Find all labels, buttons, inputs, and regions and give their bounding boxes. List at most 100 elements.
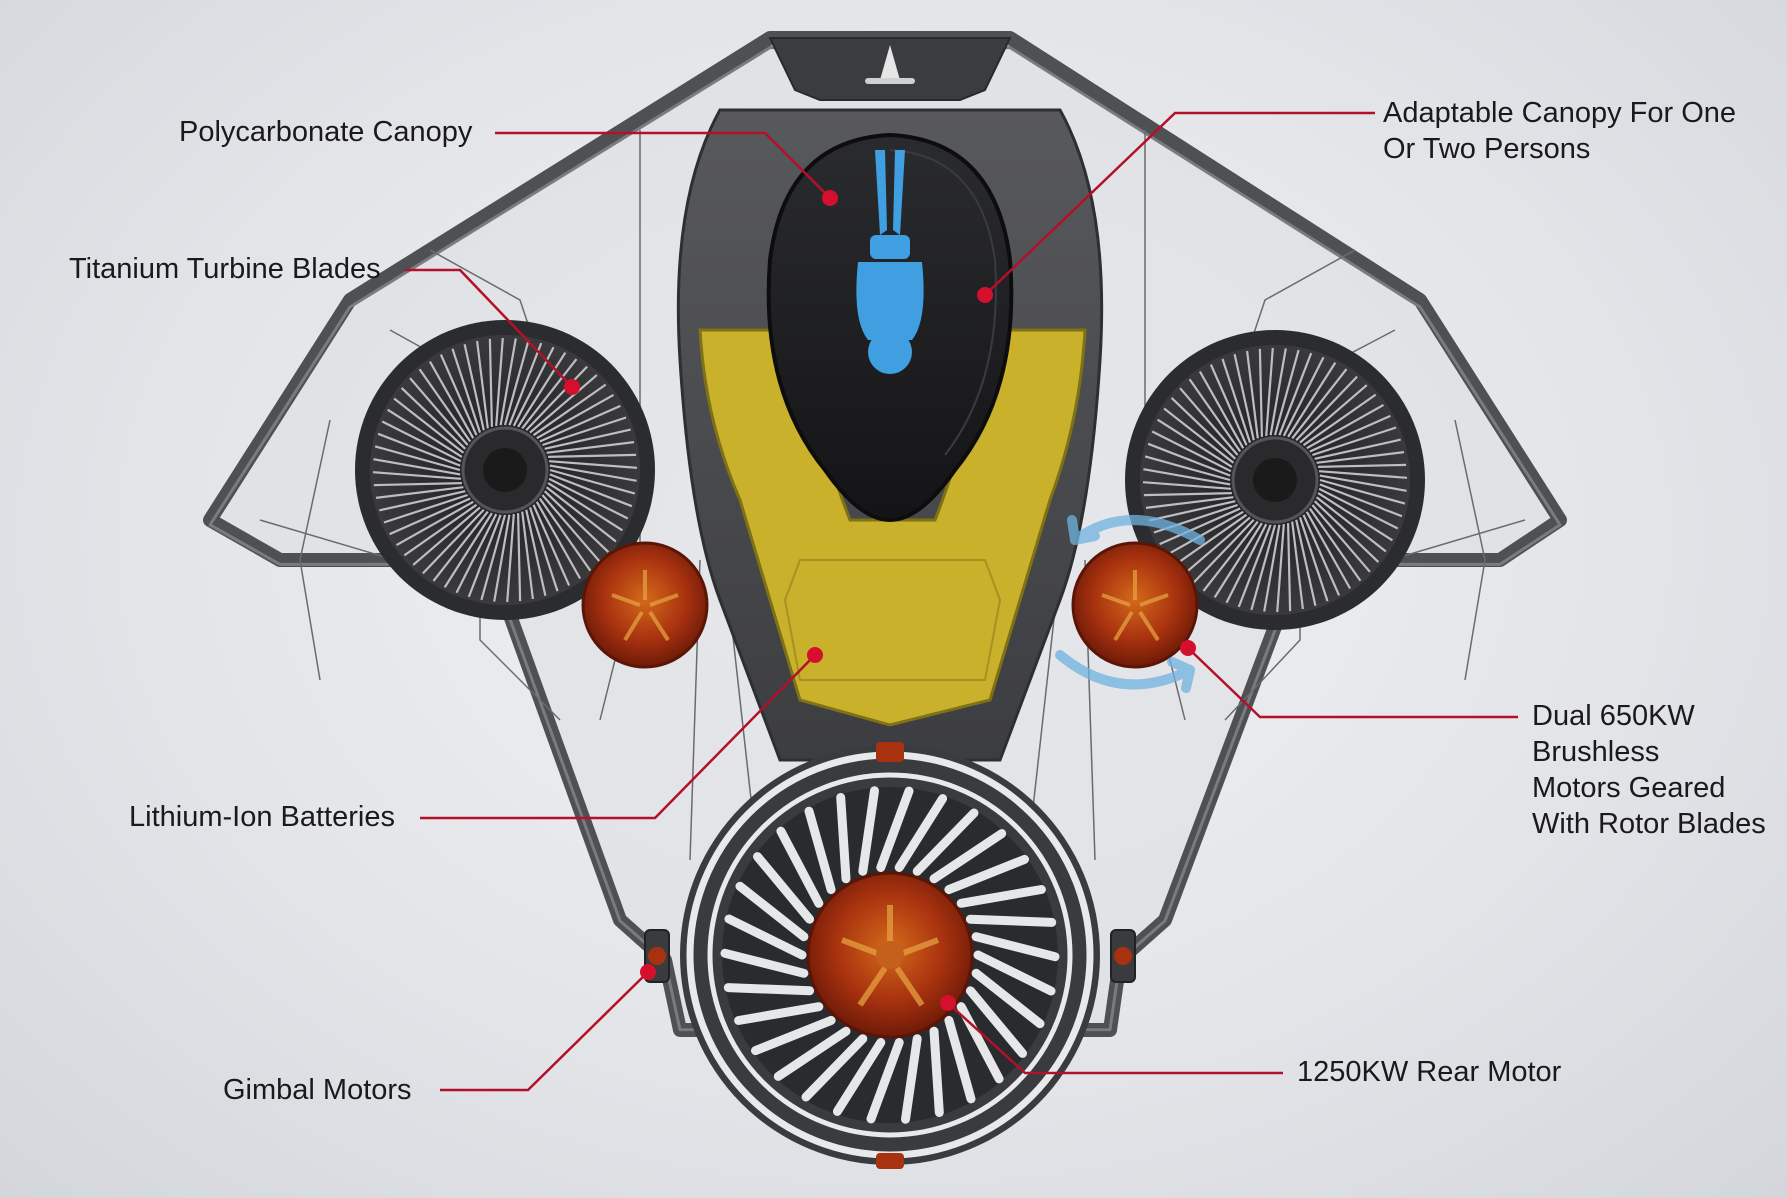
turbine-blade [1263, 524, 1281, 612]
turbine-blade [549, 468, 636, 495]
turbine-blade [1163, 407, 1235, 464]
turbine-blade [1316, 451, 1405, 464]
turbine-blade [1188, 378, 1242, 453]
turbine-blade [374, 445, 461, 472]
turbine-blade [418, 368, 472, 443]
turbine-blade [1287, 362, 1337, 438]
turbine-blade [1258, 348, 1263, 437]
turbine-blade [549, 464, 637, 482]
turbine-blade [1298, 517, 1329, 602]
turbine-blade [1319, 474, 1407, 492]
turbine-blade [894, 794, 948, 872]
turbine-blade [547, 482, 623, 532]
turbine-blade [463, 344, 485, 431]
turbine-blade [1157, 418, 1233, 468]
turbine-blade [1209, 364, 1248, 446]
turbine-blade [724, 914, 807, 960]
turbine-blade [493, 514, 511, 602]
turbine-blade [965, 986, 1027, 1058]
turbine-blade [495, 337, 504, 426]
turbine-blade [375, 486, 464, 499]
turbine-blade [508, 342, 543, 426]
turbine-blade [1308, 507, 1362, 582]
turbine-blade [503, 339, 530, 426]
label-dual-motors-line1: Dual 650KW [1532, 700, 1695, 732]
turbine-blade [393, 397, 465, 454]
turbine-blade [538, 497, 592, 572]
turbine-blade [1291, 521, 1304, 610]
turbine-blade [1170, 397, 1237, 460]
turbine-blade [1302, 514, 1341, 596]
leader-gimbal-motors [440, 971, 649, 1092]
turbine-blade [866, 1038, 904, 1124]
turbine-blade [1144, 455, 1231, 482]
pilot-figure [856, 150, 924, 374]
turbine-blade [548, 453, 637, 458]
left-brushless-motor [581, 541, 709, 669]
turbine-blade [956, 1002, 1004, 1084]
turbine-blade [735, 881, 809, 942]
turbine-blade [1276, 524, 1285, 613]
turbine-blade [467, 514, 502, 598]
turbine-blade [389, 497, 471, 536]
turbine-blade [1179, 387, 1239, 456]
turbine-blade [521, 358, 578, 430]
turbine-blade [488, 338, 493, 427]
leader-polycarbonate-canopy [495, 131, 831, 199]
dot-rear-motor [940, 995, 956, 1011]
turbine-blade [1306, 403, 1385, 450]
turbine-blade [1202, 520, 1259, 592]
turbine-blade [381, 420, 462, 463]
label-dual-motors-line2: Brushless [1532, 736, 1660, 768]
turbine-blade [1282, 356, 1325, 437]
leader-rear-motor [947, 1002, 1283, 1075]
turbine-blade [876, 786, 914, 872]
turbine-blade [506, 514, 515, 603]
turbine-blade [1192, 518, 1255, 585]
turbine-blade [1305, 511, 1352, 590]
turbine-blade [1291, 368, 1348, 440]
turbine-blade [1182, 516, 1251, 576]
turbine-blade [373, 458, 461, 476]
turbine-blade [804, 806, 836, 895]
turbine-blade [525, 365, 588, 432]
turbine-blade [1151, 430, 1232, 473]
label-dual-motors: Dual 650KW Brushless Motors Geared With … [1532, 698, 1766, 842]
turbine-blade [1278, 352, 1313, 436]
leader-dots [564, 190, 1196, 1011]
turbine-blade [1237, 524, 1272, 608]
turbine-blade [1233, 354, 1255, 441]
turbine-blade [773, 1026, 851, 1081]
leader-titanium-turbine-blades [405, 268, 573, 388]
dot-lithium-ion-batteries [807, 647, 823, 663]
turbine-blade [1159, 507, 1241, 546]
turbine-blade [1149, 500, 1236, 522]
turbine-blade [517, 352, 567, 428]
turbine-blade [944, 854, 1029, 895]
label-polycarbonate-canopy: Polycarbonate Canopy [179, 116, 473, 148]
turbine-blade [1319, 483, 1403, 518]
dot-adaptable-canopy [977, 287, 993, 303]
leader-lithium-ion-batteries [420, 654, 816, 820]
turbine-blade [1221, 358, 1252, 443]
turbine-blade [403, 503, 478, 557]
turbine-blade [517, 513, 522, 602]
turbine-blade [476, 340, 489, 429]
turbine-blade [383, 493, 468, 524]
turbine-blade [400, 387, 467, 450]
gimbal-motors [644, 742, 1136, 1169]
turbine-blade [971, 932, 1060, 962]
turbine-blade [1312, 426, 1397, 457]
turbine-blade [836, 793, 851, 884]
turbine-blade [1319, 478, 1406, 505]
turbine-blade [1147, 442, 1231, 477]
turbine-blade [1173, 513, 1248, 567]
turbine-blade [373, 482, 462, 487]
turbine-blade [1315, 496, 1387, 553]
turbine-blade [1299, 384, 1368, 444]
turbine-blade [532, 383, 607, 437]
nose-cap [768, 37, 1012, 101]
turbine-blade [734, 1002, 824, 1025]
turbine-blade [549, 473, 633, 508]
